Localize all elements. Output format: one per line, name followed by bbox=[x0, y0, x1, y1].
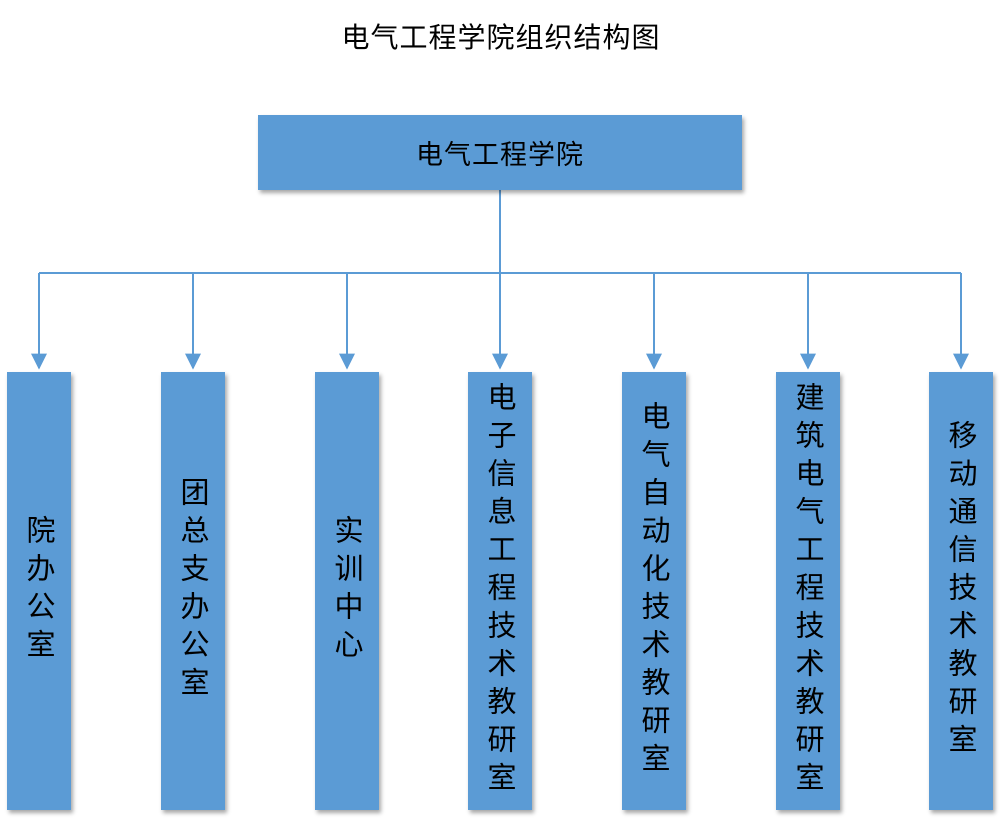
child-node-label: 移动通信技术教研室 bbox=[944, 420, 978, 762]
child-node-label: 院办公室 bbox=[22, 515, 56, 667]
child-node-label: 建筑电气工程技术教研室 bbox=[791, 382, 825, 800]
child-node-training-center: 实训中心 bbox=[315, 372, 379, 810]
child-node-label: 实训中心 bbox=[330, 515, 364, 667]
child-node-label: 电子信息工程技术教研室 bbox=[483, 382, 517, 800]
child-node-automation-dept: 电气自动化技术教研室 bbox=[622, 372, 686, 810]
root-node-label: 电气工程学院 bbox=[416, 140, 584, 171]
child-node-building-electrical-dept: 建筑电气工程技术教研室 bbox=[776, 372, 840, 810]
child-node-office: 院办公室 bbox=[7, 372, 71, 810]
child-node-label: 电气自动化技术教研室 bbox=[637, 401, 671, 781]
child-node-label: 团总支办公室 bbox=[176, 477, 210, 705]
child-node-mobile-comm-dept: 移动通信技术教研室 bbox=[929, 372, 993, 810]
child-node-electronic-info-dept: 电子信息工程技术教研室 bbox=[468, 372, 532, 810]
child-node-youth-league-office: 团总支办公室 bbox=[161, 372, 225, 810]
root-node: 电气工程学院 bbox=[258, 115, 742, 190]
chart-title: 电气工程学院组织结构图 bbox=[341, 21, 661, 54]
